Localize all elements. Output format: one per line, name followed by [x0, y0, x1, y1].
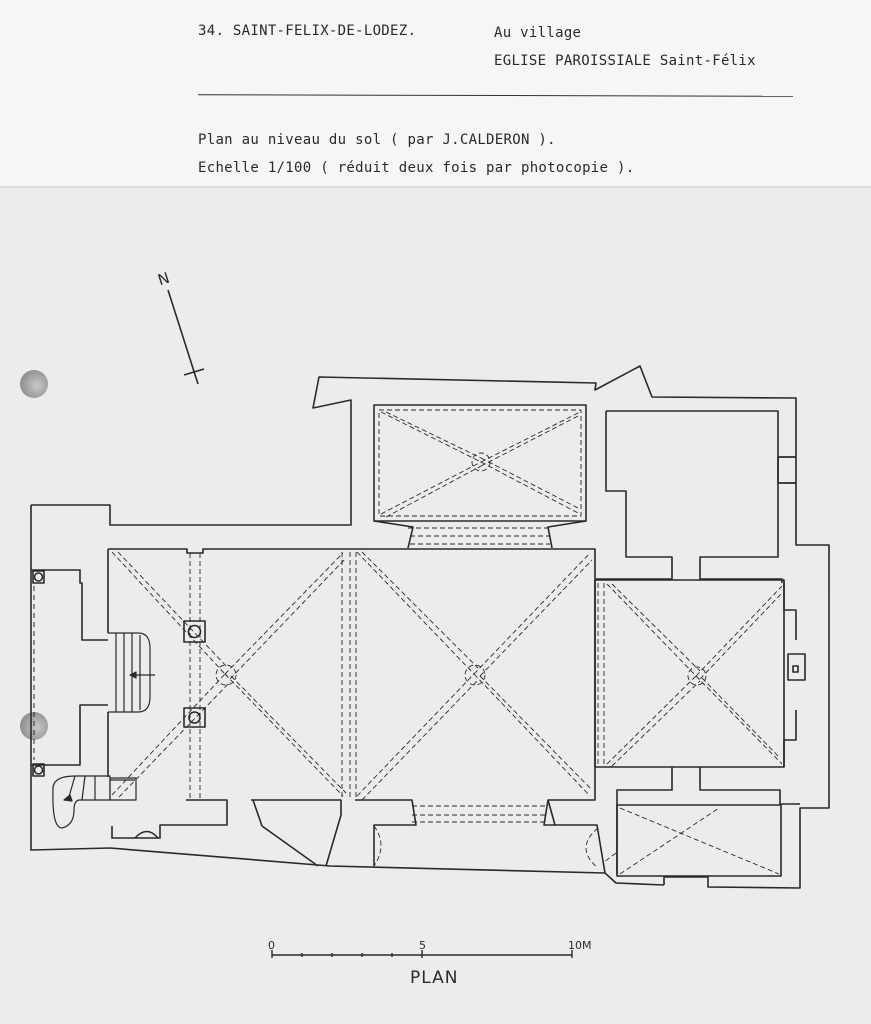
building-title: EGLISE PAROISSIALE Saint-Félix [494, 53, 756, 69]
header-sheet [0, 0, 871, 188]
scale-label-10: 10M [568, 939, 592, 952]
plan-title: PLAN [410, 968, 459, 988]
north-east-rooms [596, 410, 797, 583]
scale-label-5: 5 [419, 939, 426, 952]
west-walls [30, 365, 830, 889]
scale-label-0: 0 [268, 939, 275, 952]
caption-scale: Echelle 1/100 ( réduit deux fois par pho… [198, 160, 635, 176]
west-porch [31, 569, 108, 777]
north-arrow-icon [167, 289, 205, 385]
sheet-edge [0, 186, 871, 189]
caption-author: Plan au niveau du sol ( par J.CALDERON )… [198, 132, 556, 148]
spiral-stair [52, 775, 137, 829]
reference-number: 34. SAINT-FELIX-DE-LODEZ. [198, 23, 417, 39]
nave-walls [107, 548, 606, 874]
location-label: Au village [494, 25, 582, 41]
punch-hole-top [20, 370, 48, 398]
plan-sheet [0, 188, 871, 1024]
stair-block [108, 632, 155, 713]
north-chapel [373, 404, 587, 549]
east-bay [594, 579, 806, 877]
vault-ribs [111, 409, 783, 875]
